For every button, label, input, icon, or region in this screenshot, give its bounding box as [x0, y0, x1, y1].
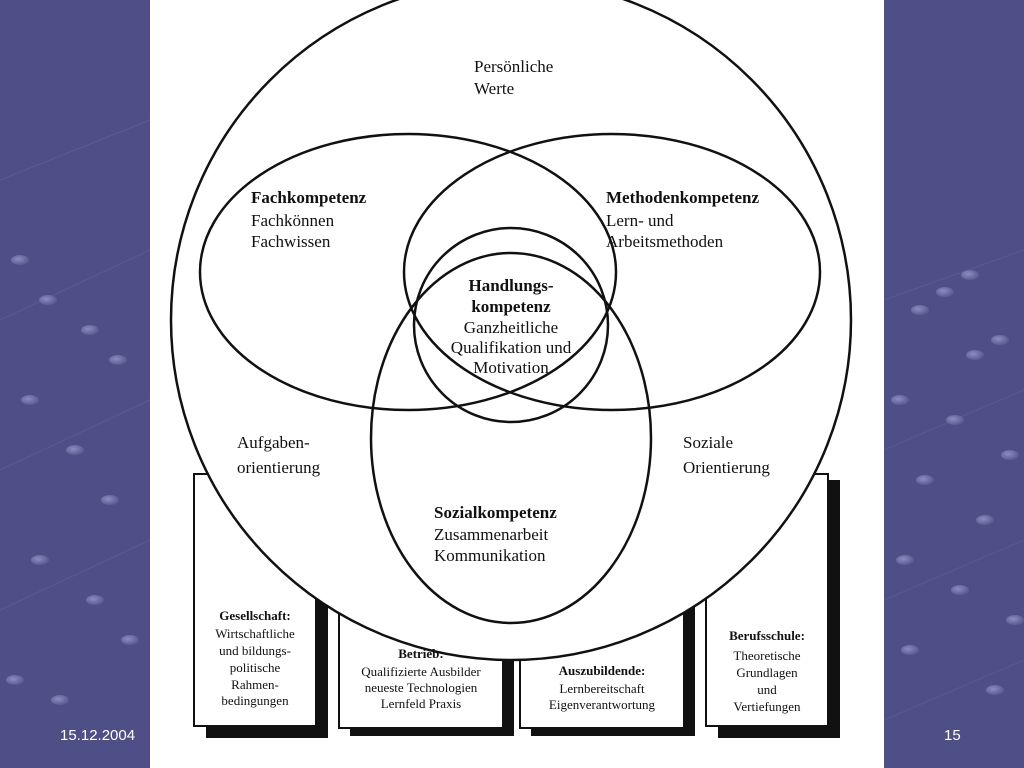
betrieb-line1: Qualifizierte Ausbilder [361, 664, 481, 679]
handlung-line1: Ganzheitliche [464, 318, 558, 337]
handlung-title1: Handlungs- [468, 276, 553, 295]
auszubildende-title: Auszubildende: [559, 663, 646, 678]
aufgaben-line1: Aufgaben- [237, 433, 310, 452]
auszubildende-line2: Eigenverantwortung [549, 697, 656, 712]
aufgaben-line2: orientierung [237, 458, 321, 477]
fach-line1: Fachkönnen [251, 211, 335, 230]
berufsschule-line4: Vertiefungen [733, 699, 801, 714]
fach-title: Fachkompetenz [251, 188, 367, 207]
methoden-title: Methodenkompetenz [606, 188, 759, 207]
slide-page-number: 15 [944, 727, 961, 744]
methoden-line1: Lern- und [606, 211, 674, 230]
betrieb-title: Betrieb: [398, 646, 443, 661]
sozial-line1: Zusammenarbeit [434, 525, 549, 544]
gesellschaft-line2: und bildungs- [219, 643, 291, 658]
gesellschaft-title: Gesellschaft: [219, 608, 290, 623]
betrieb-line2: neueste Technologien [365, 680, 478, 695]
betrieb-line3: Lernfeld Praxis [381, 696, 462, 711]
handlung-line2: Qualifikation und [451, 338, 572, 357]
circle-handlung [412, 226, 610, 424]
methoden-line2: Arbeitsmethoden [606, 232, 724, 251]
outer-line1: Persönliche [474, 57, 553, 76]
gesellschaft-line5: bedingungen [221, 693, 289, 708]
ellipse-methoden [402, 132, 822, 412]
gesellschaft-line4: Rahmen- [231, 677, 279, 692]
soziale-line2: Orientierung [683, 458, 770, 477]
slide-date: 15.12.2004 [60, 727, 136, 744]
gesellschaft-line3: politische [230, 660, 281, 675]
berufsschule-title: Berufsschule: [729, 628, 805, 643]
berufsschule-line2: Grundlagen [736, 665, 798, 680]
soziale-line1: Soziale [683, 433, 733, 452]
berufsschule-line3: und [757, 682, 777, 697]
outer-circle [169, 0, 853, 662]
handlung-title2: kompetenz [471, 297, 551, 316]
sozial-line2: Kommunikation [434, 546, 546, 565]
auszubildende-line1: Lernbereitschaft [559, 681, 645, 696]
handlung-line3: Motivation [473, 358, 549, 377]
fach-line2: Fachwissen [251, 232, 331, 251]
ellipse-fach [198, 132, 618, 412]
berufsschule-line1: Theoretische [733, 648, 800, 663]
outer-line2: Werte [474, 79, 514, 98]
gesellschaft-line1: Wirtschaftliche [215, 626, 295, 641]
ellipse-sozial [369, 251, 653, 625]
sozial-title: Sozialkompetenz [434, 503, 557, 522]
